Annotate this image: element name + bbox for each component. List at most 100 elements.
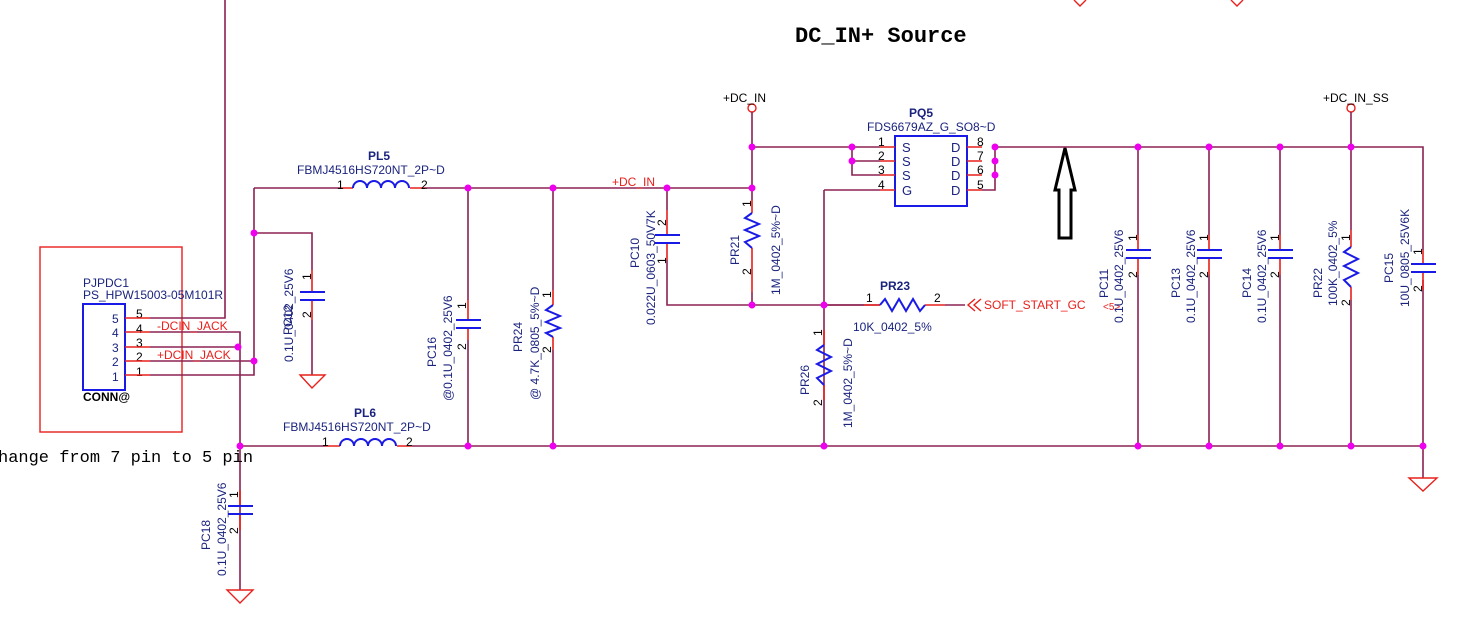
pin-number: 1 [655,257,669,264]
page-ref[interactable]: <5> [1103,302,1120,313]
pin-number: 1 [322,435,329,449]
pin-number: 1 [878,135,885,149]
pin-label: 5 [112,312,119,326]
junction-dot [1134,143,1142,151]
pc12-capacitor-icon[interactable] [300,291,325,301]
pr23-value: 10K_0402_5% [853,320,932,334]
pc10-value: 0.022U_0603_50V7K [644,210,658,325]
pin-number: 2 [1339,299,1353,306]
ground-icon [1407,477,1439,492]
pr24-ref: PR24 [511,322,525,352]
junction-dot [1205,143,1213,151]
pc15-ref: PC15 [1382,253,1396,283]
junction-dot [748,143,756,151]
junction-dot [549,442,557,450]
pc16-value: @0.1U_0402_25V6 [441,295,455,401]
pin-number: 5 [977,178,984,192]
pr24-resistor-icon[interactable] [543,304,563,338]
net-dc-in-ss: +DC_IN_SS [1323,91,1389,105]
dc-in-power-port-icon [747,103,757,113]
junction-dot [1134,442,1142,450]
junction-dot [250,229,258,237]
pin-number: 1 [227,491,241,498]
junction-dot [1276,442,1284,450]
pin-number: 2 [1197,271,1211,278]
pin-number: 2 [1126,271,1140,278]
pin-number: 2 [1411,285,1425,292]
pr21-value: 1M_0402_5%~D [769,205,783,295]
junction-dot [748,301,756,309]
pl6-part: FBMJ4516HS720NT_2P~D [283,420,431,434]
junction-dot [1419,442,1427,450]
pin-number: 2 [878,149,885,163]
connector-body[interactable] [82,303,126,391]
pin-number: 2 [300,311,314,318]
pq5-mosfet-body[interactable] [894,135,968,207]
pin-name: D [951,183,960,198]
offsheet-connector-icon[interactable] [966,298,982,312]
junction-dots [234,143,1427,450]
wire-pin1 [150,188,255,376]
pc13-group: PC13 0.1U_0402_25V6 1 2 [1169,147,1222,446]
pl5-part: FBMJ4516HS720NT_2P~D [297,163,445,177]
pin-number: 5 [136,307,143,321]
offsheet-marker [1230,0,1244,7]
pc15-capacitor-icon[interactable] [1411,263,1436,273]
connector-inner-pins: 5 4 3 2 1 [112,312,119,384]
pc13-ref: PC13 [1169,268,1183,298]
pr22-ref: PR22 [1311,268,1325,298]
pin-number: 3 [878,163,885,177]
pc16-capacitor-icon[interactable] [456,319,481,329]
pl6-inductor-icon[interactable] [339,438,397,447]
net-soft-start-gc[interactable]: SOFT_START_GC [984,298,1086,312]
pin-number: 2 [1268,271,1282,278]
junction-dot [1205,442,1213,450]
junction-dot [991,157,999,165]
revision-note: hange from 7 pin to 5 pin [0,449,253,468]
net-dc-in-wire: +DC_IN [612,175,655,189]
pl6-ref: PL6 [354,406,376,420]
junction-dot [991,171,999,179]
pc13-value: 0.1U_0402_25V6 [1184,229,1198,323]
pl5-ref: PL5 [368,149,390,163]
pc16-ref: PC16 [425,337,439,367]
pin-number: 1 [455,302,469,309]
pin-number: 4 [136,322,143,336]
pin-number: 8 [977,135,984,149]
junction-dot [991,143,999,151]
pc13-capacitor-icon[interactable] [1197,249,1222,259]
pin-number: 1 [1268,234,1282,241]
pin-number: 1 [136,365,143,379]
pc18-value: 0.1U_0402_25V6 [215,482,229,576]
junction-dot [848,157,856,165]
pc12-value: 0.1U_0402_25V6 [282,268,296,362]
pc18-capacitor-icon[interactable] [228,505,253,515]
net-pos-dcin-jack: +DCIN_JACK [157,348,231,362]
junction-dot [464,184,472,192]
junction-dot [234,343,242,351]
junction-dot [748,184,756,192]
pin-number: 1 [811,329,825,336]
pc10-capacitor-icon[interactable] [655,234,680,244]
pin-number: 1 [540,291,554,298]
pc11-capacitor-icon[interactable] [1126,249,1151,259]
junction-dot [236,442,244,450]
pr24-value: @ 4.7K_0805_5%~D [528,286,542,400]
pin-label: 2 [112,355,119,369]
pr21-resistor-icon[interactable] [742,212,762,249]
pin-number: 2 [136,350,143,364]
pc14-capacitor-icon[interactable] [1268,249,1293,259]
connector-footer: CONN@ [83,390,130,404]
pr23-resistor-icon[interactable] [879,297,926,313]
junction-dot [1347,143,1355,151]
pr22-resistor-icon[interactable] [1341,246,1361,288]
pin-number: 4 [878,178,885,192]
pr22-group: PR22 100K_0402_5% 1 2 [1311,147,1361,446]
pr26-resistor-icon[interactable] [814,344,834,386]
pr26-ref: PR26 [798,365,812,395]
pin-number: 2 [406,435,413,449]
pin-number: 1 [1411,248,1425,255]
junction-dot [820,301,828,309]
pin-number: 3 [136,336,143,350]
pl5-inductor-icon[interactable] [352,180,410,189]
